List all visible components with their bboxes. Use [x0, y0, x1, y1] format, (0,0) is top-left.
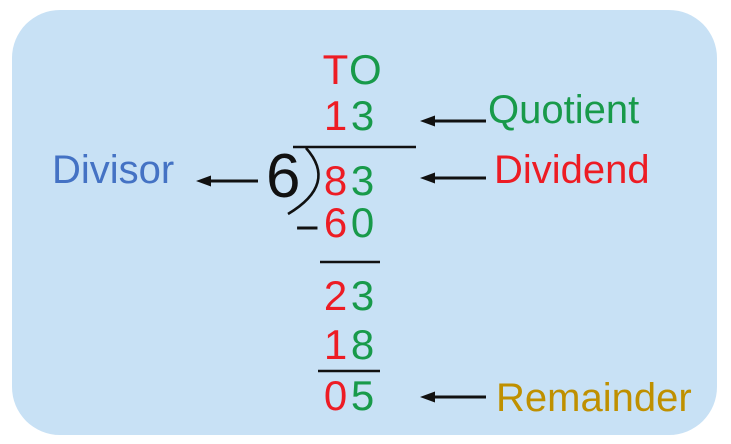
ones-place-letter: O: [349, 46, 382, 93]
dividend-tens-digit: 8: [323, 157, 348, 204]
remainder-label: Remainder: [496, 376, 692, 420]
step1-result-tens-digit: 2: [323, 272, 348, 319]
step2-subtract-tens-digit: 1: [323, 321, 348, 368]
remainder-ones-digit: 5: [350, 372, 375, 419]
step1-result-row: 2 3: [322, 275, 376, 317]
minus-sign: −: [295, 204, 320, 251]
step1-result-ones-digit: 3: [350, 272, 375, 319]
divisor-label: Divisor: [52, 148, 175, 192]
step1-subtract-tens-digit: 6: [323, 199, 348, 246]
quotient-ones-digit: 3: [350, 92, 375, 139]
board-background: [12, 10, 717, 435]
place-value-header: T O: [322, 46, 382, 93]
step1-subtract-ones-digit: 0: [350, 199, 375, 246]
step2-subtract-row: 1 8: [322, 324, 376, 366]
quotient-label: Quotient: [488, 88, 640, 132]
step1-subtract-row: 6 0: [322, 202, 376, 244]
dividend-ones-digit: 3: [350, 157, 375, 204]
remainder-tens-digit: 0: [323, 372, 348, 419]
final-remainder-row: 0 5: [322, 375, 376, 417]
step2-subtract-ones-digit: 8: [350, 321, 375, 368]
divisor-value: 6: [266, 142, 301, 211]
quotient-tens-digit: 1: [323, 92, 348, 139]
dividend-row: 8 3: [322, 160, 376, 202]
dividend-label: Dividend: [494, 148, 650, 192]
tens-place-letter: T: [322, 46, 349, 93]
quotient-row: 1 3: [322, 95, 376, 137]
